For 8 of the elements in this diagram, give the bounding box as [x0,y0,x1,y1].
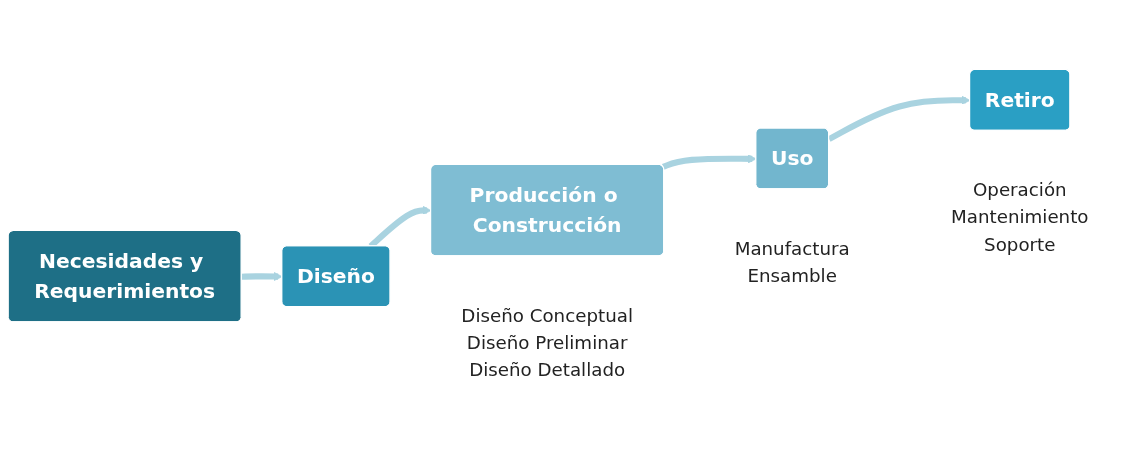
node-label: Diseño Preliminar [466,331,628,353]
node-label: Diseño Detallado [469,359,626,381]
node-label: Soporte [984,233,1056,255]
node-label: Manufactura [734,237,850,259]
node-label: Ensamble [747,264,837,287]
node-label: Operación [972,178,1067,201]
node-label: Diseño Conceptual [461,304,633,326]
node-label: Mantenimiento [951,206,1089,228]
